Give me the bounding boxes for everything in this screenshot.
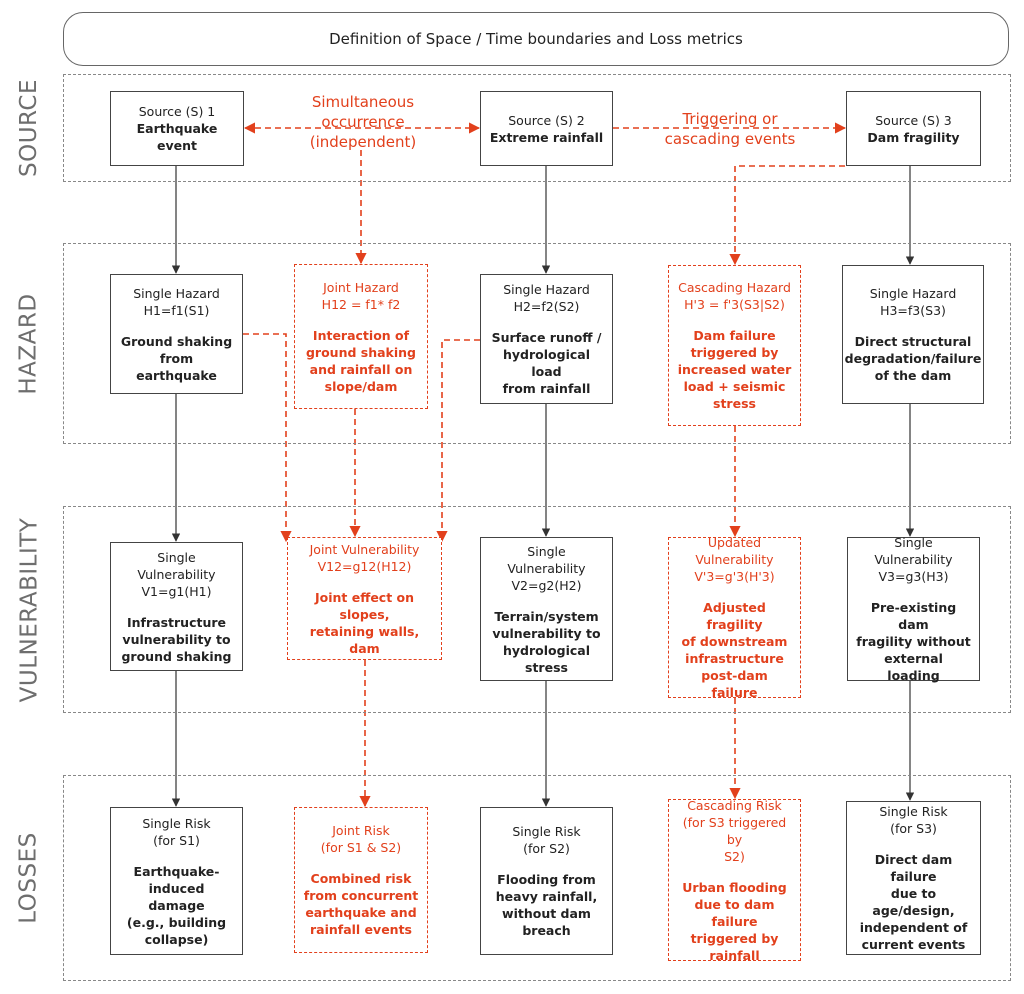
row-label-hazard: HAZARD <box>16 292 42 395</box>
hazard-box-h3: Single Hazard H3=f3(S3) Direct structura… <box>842 265 984 404</box>
vulnerability-v2-title: Single Vulnerability V2=g2(H2) <box>507 543 586 593</box>
hazard-h1-desc: Ground shaking from earthquake <box>120 333 233 383</box>
vulnerability-box-v1: Single Vulnerability V1=g1(H1) Infrastru… <box>110 542 243 671</box>
source-2-name: Extreme rainfall <box>489 129 604 145</box>
vulnerability-v12-desc: Joint effect on slopes, retaining walls,… <box>309 589 420 656</box>
vulnerability-box-v3: Single Vulnerability V3=g3(H3) Pre-exist… <box>847 535 980 683</box>
risk-box-r2: Single Risk (for S2) Flooding from heavy… <box>480 807 613 955</box>
hazard-h2-desc: Surface runoff / hydrological load from … <box>491 330 602 396</box>
vulnerability-box-v2: Single Vulnerability V2=g2(H2) Terrain/s… <box>480 537 613 681</box>
source-box-3: Source (S) 3 Dam fragility <box>846 91 981 166</box>
vulnerability-box-v3-updated: Updated Vulnerability V'3=g'3(H'3) Adjus… <box>668 535 801 700</box>
row-label-source: SOURCE <box>16 79 42 177</box>
vulnerability-v1-desc: Infrastructure vulnerability to ground s… <box>121 614 232 664</box>
link-label-simultaneous: Simultaneous occurrence (independent) <box>309 93 417 151</box>
source-3-title: Source (S) 3 <box>875 112 952 128</box>
source-3-name: Dam fragility <box>867 129 960 145</box>
risk-box-r3-cascading: Cascading Risk (for S3 triggered by S2) … <box>668 797 801 963</box>
source-1-title: Source (S) 1 <box>138 104 216 119</box>
vulnerability-v3c-title: Updated Vulnerability V'3=g'3(H'3) <box>694 535 775 584</box>
source-1-name: Earthquake event <box>136 121 218 153</box>
hazard-h3c-desc: Dam failure triggered by increased water… <box>677 328 792 411</box>
hazard-box-h3-cascading: Cascading Hazard H'3 = f'3(S3|S2) Dam fa… <box>668 265 801 426</box>
vulnerability-v1-title: Single Vulnerability V1=g1(H1) <box>137 549 216 599</box>
risk-box-r12: Joint Risk (for S1 & S2) Combined risk f… <box>294 807 428 953</box>
band-source <box>63 74 1011 182</box>
risk-r12-title: Joint Risk (for S1 & S2) <box>320 823 402 855</box>
risk-r2-desc: Flooding from heavy rainfall, without da… <box>495 872 598 938</box>
risk-r3c-desc: Urban flooding due to dam failure trigge… <box>682 879 787 963</box>
hazard-h3-desc: Direct structural degradation/failure of… <box>844 334 982 383</box>
vulnerability-v3c-desc: Adjusted fragility of downstream infrast… <box>681 600 788 700</box>
risk-box-r3: Single Risk (for S3) Direct dam failure … <box>846 801 981 955</box>
hazard-h1-title: Single Hazard H1=f1(S1) <box>133 285 220 318</box>
vulnerability-v12-title: Joint Vulnerability V12=g12(H12) <box>309 541 420 574</box>
hazard-box-h2: Single Hazard H2=f2(S2) Surface runoff /… <box>480 274 613 404</box>
hazard-h3c-title: Cascading Hazard H'3 = f'3(S3|S2) <box>678 280 791 312</box>
row-label-losses: LOSSES <box>16 832 42 924</box>
risk-r2-title: Single Risk (for S2) <box>512 824 581 856</box>
source-2-title: Source (S) 2 <box>508 112 585 128</box>
band-vulnerability <box>63 506 1011 713</box>
risk-r3-desc: Direct dam failure due to age/design, in… <box>859 852 968 952</box>
hazard-box-h1: Single Hazard H1=f1(S1) Ground shaking f… <box>110 274 243 394</box>
hazard-h12-title: Joint Hazard H12 = f1* f2 <box>321 279 401 312</box>
row-label-vulnerability: VULNERABILITY <box>16 517 43 702</box>
band-losses <box>63 775 1011 981</box>
vulnerability-v3-title: Single Vulnerability V3=g3(H3) <box>874 535 953 584</box>
vulnerability-box-v12: Joint Vulnerability V12=g12(H12) Joint e… <box>287 537 442 660</box>
risk-r3c-title: Cascading Risk (for S3 triggered by S2) <box>682 797 787 864</box>
risk-r1-desc: Earthquake- induced damage (e.g., buildi… <box>126 863 227 947</box>
hazard-h2-title: Single Hazard H2=f2(S2) <box>503 282 590 314</box>
risk-box-r1: Single Risk (for S1) Earthquake- induced… <box>110 807 243 955</box>
vulnerability-v3-desc: Pre-existing dam fragility without exter… <box>856 600 971 683</box>
source-box-2: Source (S) 2 Extreme rainfall <box>480 91 613 166</box>
hazard-box-h12: Joint Hazard H12 = f1* f2 Interaction of… <box>294 264 428 409</box>
risk-r3-title: Single Risk (for S3) <box>879 804 948 836</box>
hazard-h12-desc: Interaction of ground shaking and rainfa… <box>305 327 417 394</box>
hazard-h3-title: Single Hazard H3=f3(S3) <box>869 286 957 318</box>
link-label-triggering: Triggering or cascading events <box>664 110 796 148</box>
risk-r1-title: Single Risk (for S1) <box>142 815 211 848</box>
vulnerability-v2-desc: Terrain/system vulnerability to hydrolog… <box>492 608 601 675</box>
risk-r12-desc: Combined risk from concurrent earthquake… <box>303 871 419 937</box>
page-title: Definition of Space / Time boundaries an… <box>63 12 1009 66</box>
source-box-1: Source (S) 1 Earthquake event <box>110 91 244 166</box>
band-hazard <box>63 243 1011 444</box>
